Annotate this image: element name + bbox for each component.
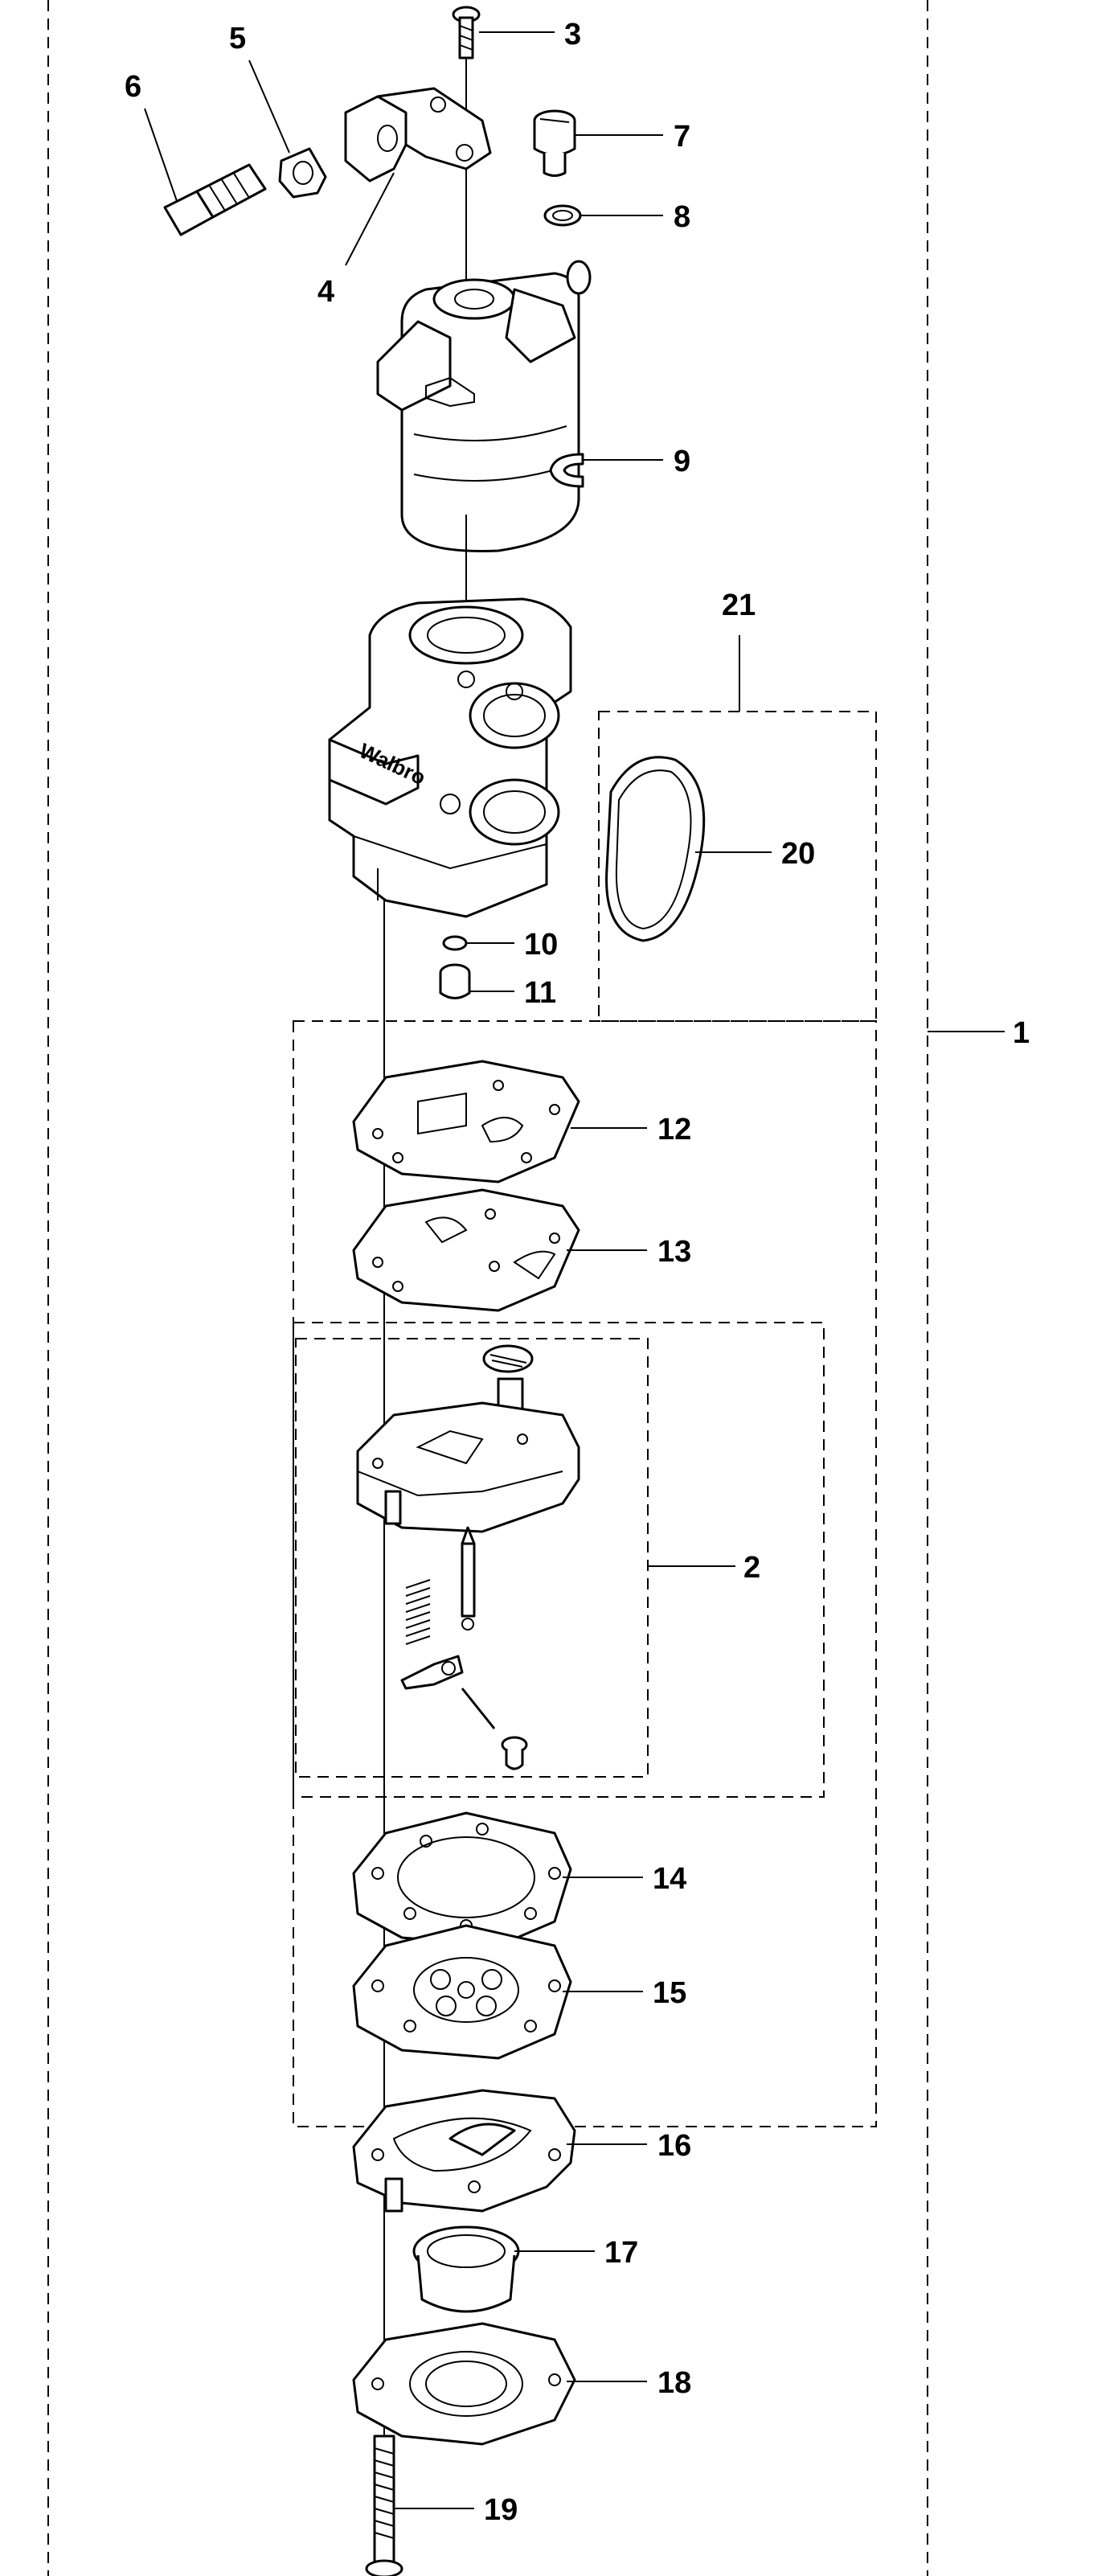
part-12-gasket-plate [352, 1060, 580, 1183]
carburetor-body: Walbro [328, 597, 572, 918]
part-2-metering-assembly [356, 1344, 580, 1770]
callout-7: 7 [674, 120, 690, 154]
throttle-barrel [376, 260, 592, 563]
callout-5: 5 [229, 22, 246, 55]
part-19-long-screw [365, 2434, 403, 2576]
callout-6: 6 [125, 70, 141, 104]
part-15-diaphragm [352, 1924, 572, 2060]
part-17-cup [412, 2225, 520, 2313]
callout-16: 16 [657, 2129, 691, 2163]
metering-spring [405, 1579, 431, 1645]
callout-4: 4 [317, 275, 334, 309]
part-5-nut [278, 147, 327, 199]
callout-17: 17 [604, 2236, 638, 2270]
callout-20: 20 [781, 837, 815, 871]
leader-5 [248, 59, 290, 154]
part-8-washer [543, 204, 582, 227]
callout-2: 2 [743, 1551, 760, 1585]
part-6-adjusting-screw [163, 163, 267, 236]
part-3-screw [452, 6, 481, 59]
part-16-pump-cover [352, 2089, 576, 2213]
part-9-clip [549, 453, 584, 488]
callout-9: 9 [674, 445, 690, 478]
part-14-diaphragm-gasket [352, 1811, 572, 1947]
part-13-gasket-plate [352, 1188, 580, 1312]
group-boundaries [47, 0, 928, 2576]
part-4-bracket [344, 87, 492, 183]
callout-8: 8 [674, 200, 690, 234]
pump-kit-box [293, 1322, 825, 1798]
callout-18: 18 [657, 2366, 691, 2400]
leader-4 [345, 172, 395, 266]
part-20-gasket [605, 756, 706, 942]
callout-19: 19 [484, 2493, 518, 2527]
callout-10: 10 [524, 928, 558, 962]
leader-lines [144, 31, 1005, 2509]
callout-14: 14 [653, 1862, 686, 1896]
metering-assembly-box [295, 1338, 649, 1778]
callout-12: 12 [657, 1113, 691, 1146]
part-18-base-plate [352, 2322, 576, 2446]
callout-numbers: 1 2 3 4 5 6 7 8 9 10 11 12 13 14 15 16 1… [125, 18, 1030, 2527]
kit-21-box-middle [293, 1020, 877, 2127]
part-11-plug-screw [439, 963, 471, 999]
callout-3: 3 [564, 18, 581, 51]
callout-1: 1 [1013, 1016, 1030, 1050]
callout-15: 15 [653, 1976, 686, 2010]
part-10-o-ring [442, 935, 468, 951]
callout-21: 21 [722, 589, 756, 622]
callout-13: 13 [657, 1235, 691, 1269]
callout-11: 11 [524, 976, 556, 1010]
part-7-idle-screw [533, 109, 576, 177]
leader-6 [144, 108, 178, 202]
